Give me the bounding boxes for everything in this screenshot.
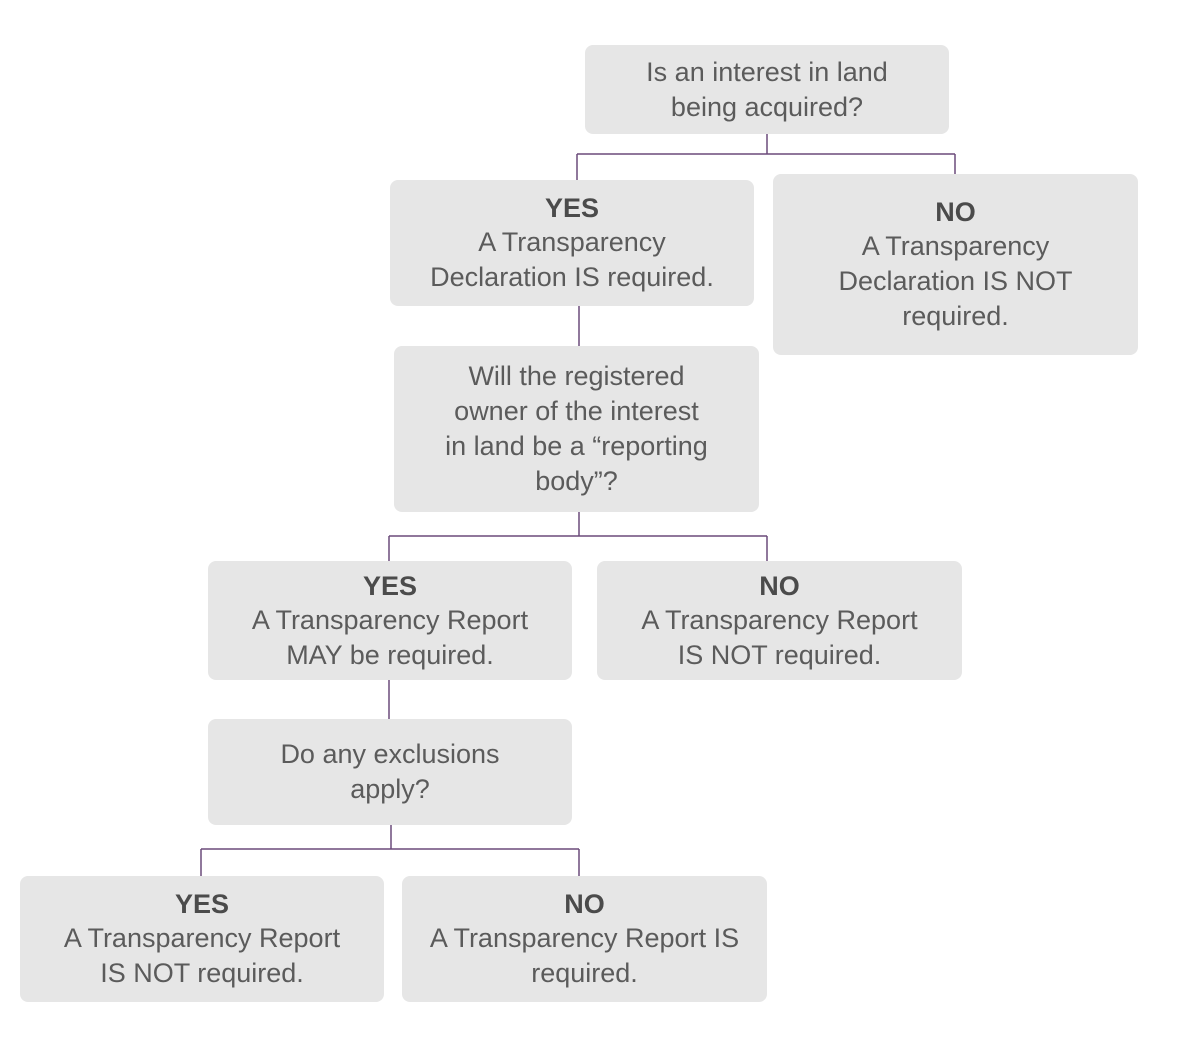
answer-label: YES <box>174 889 230 919</box>
answer-text: A Transparency Declaration IS NOT requir… <box>838 231 1073 331</box>
answer-text: A Transparency Report MAY be required. <box>251 604 529 670</box>
question-text: Is an interest in land being acquired? <box>646 56 888 122</box>
answer-text: A Transparency Report IS NOT required. <box>63 923 341 988</box>
answer-text: A Transparency Declaration IS required. <box>430 227 714 292</box>
answer-label: YES <box>362 570 418 601</box>
question-exclusions-apply: Do any exclusions apply? <box>208 719 572 825</box>
answer-no-report-not-required: NO A Transparency Report IS NOT required… <box>597 561 962 680</box>
answer-label: NO <box>935 197 976 227</box>
answer-text: A Transparency Report IS required. <box>429 923 740 988</box>
answer-no-declaration-not-required: NO A Transparency Declaration IS NOT req… <box>773 174 1138 355</box>
answer-yes-declaration-required: YES A Transparency Declaration IS requir… <box>390 180 754 306</box>
answer-label: NO <box>564 889 605 919</box>
question-text: Will the registered owner of the interes… <box>445 361 708 496</box>
question-text: Do any exclusions apply? <box>280 739 500 804</box>
answer-label: YES <box>544 193 600 223</box>
answer-yes-report-not-required: YES A Transparency Report IS NOT require… <box>20 876 384 1002</box>
answer-label: NO <box>759 570 800 601</box>
answer-text: A Transparency Report IS NOT required. <box>641 604 918 670</box>
answer-yes-report-may-be-required: YES A Transparency Report MAY be require… <box>208 561 572 680</box>
question-reporting-body: Will the registered owner of the interes… <box>394 346 759 512</box>
question-interest-in-land: Is an interest in land being acquired? <box>585 45 949 134</box>
answer-no-report-required: NO A Transparency Report IS required. <box>402 876 767 1002</box>
